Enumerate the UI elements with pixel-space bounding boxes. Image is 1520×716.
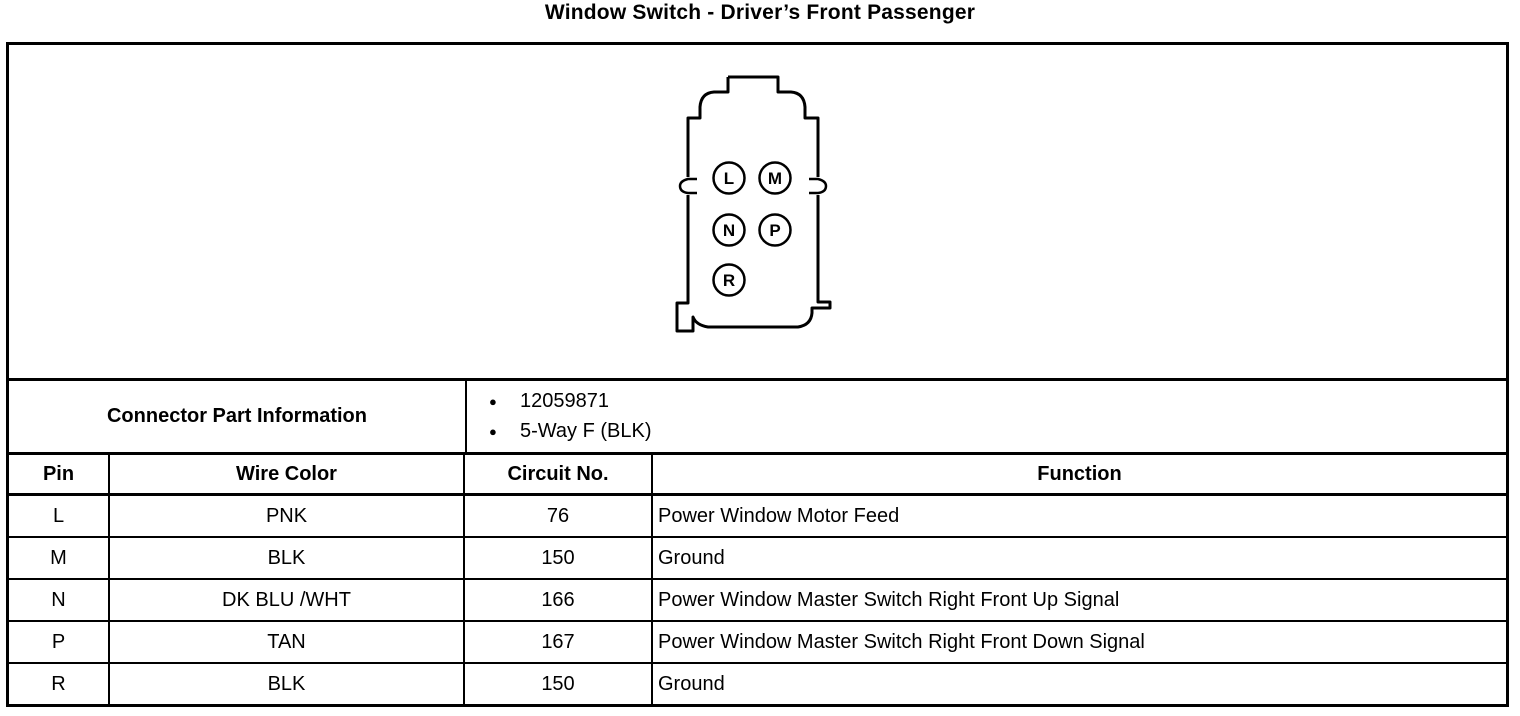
pin-table-body: L PNK 76 Power Window Motor Feed M BLK 1… bbox=[9, 493, 1506, 704]
wire-color-cell: BLK bbox=[108, 538, 463, 578]
pin-n: N bbox=[712, 213, 746, 247]
connector-part-info-label: Connector Part Information bbox=[106, 405, 367, 427]
pin-label: R bbox=[723, 271, 735, 290]
connector-outline bbox=[675, 75, 832, 333]
header-pin: Pin bbox=[42, 462, 75, 485]
function-cell: Power Window Motor Feed bbox=[651, 496, 1506, 536]
header-circuit-no: Circuit No. bbox=[463, 455, 651, 493]
pin-m: M bbox=[758, 161, 792, 195]
pin-cell: R bbox=[51, 672, 66, 695]
function-cell: Ground bbox=[651, 538, 1506, 578]
pin-label: P bbox=[769, 221, 780, 240]
table-row: R BLK 150 Ground bbox=[9, 662, 1506, 704]
pin-cell: P bbox=[51, 630, 66, 653]
pin-circle bbox=[758, 161, 792, 195]
table-row: N DK BLU /WHT 166 Power Window Master Sw… bbox=[9, 578, 1506, 620]
pin-l: L bbox=[712, 161, 746, 195]
connector-pins: L M N P R bbox=[712, 161, 792, 297]
part-number-text: 5-Way F (BLK) bbox=[520, 420, 652, 442]
pin-cell: N bbox=[51, 588, 66, 611]
pin-circle bbox=[758, 213, 792, 247]
table-row: M BLK 150 Ground bbox=[9, 536, 1506, 578]
circuit-no-cell: 150 bbox=[463, 664, 651, 704]
bullet-icon: ● bbox=[489, 424, 497, 439]
part-number-text: 12059871 bbox=[520, 390, 609, 412]
content-frame: L M N P R bbox=[6, 42, 1509, 707]
wire-color-cell: TAN bbox=[108, 622, 463, 662]
pin-cell: M bbox=[50, 546, 67, 569]
header-function: Function bbox=[651, 455, 1506, 493]
page-title: Window Switch - Driver’s Front Passenger bbox=[544, 1, 976, 24]
diagram-area: L M N P R bbox=[9, 45, 1506, 378]
pin-circle bbox=[712, 161, 746, 195]
connector-diagram: L M N P R bbox=[675, 75, 832, 333]
pin-label: N bbox=[723, 221, 735, 240]
part-number-item: ● 5-Way F (BLK) bbox=[489, 420, 1506, 443]
function-cell: Ground bbox=[651, 664, 1506, 704]
circuit-no-cell: 76 bbox=[463, 496, 651, 536]
pin-p: P bbox=[758, 213, 792, 247]
function-cell: Power Window Master Switch Right Front D… bbox=[651, 622, 1506, 662]
bullet-icon: ● bbox=[489, 394, 497, 409]
connector-latch-right-icon bbox=[809, 177, 828, 195]
pin-label: M bbox=[768, 169, 782, 188]
function-cell: Power Window Master Switch Right Front U… bbox=[651, 580, 1506, 620]
pin-circle bbox=[712, 263, 746, 297]
wire-color-cell: PNK bbox=[108, 496, 463, 536]
circuit-no-cell: 166 bbox=[463, 580, 651, 620]
circuit-no-cell: 150 bbox=[463, 538, 651, 578]
table-row: L PNK 76 Power Window Motor Feed bbox=[9, 493, 1506, 536]
table-row: P TAN 167 Power Window Master Switch Rig… bbox=[9, 620, 1506, 662]
header-wire-color: Wire Color bbox=[108, 455, 463, 493]
wire-color-cell: DK BLU /WHT bbox=[108, 580, 463, 620]
pin-table-header: Pin Wire Color Circuit No. Function bbox=[9, 452, 1506, 493]
part-number-item: ● 12059871 bbox=[489, 390, 1506, 413]
circuit-no-cell: 167 bbox=[463, 622, 651, 662]
pin-cell: L bbox=[52, 504, 65, 527]
connector-part-info-section: Connector Part Information ● 12059871 ● … bbox=[9, 378, 1506, 452]
pin-label: L bbox=[724, 169, 734, 188]
connector-latch-left-icon bbox=[678, 177, 697, 195]
connector-part-numbers: ● 12059871 ● 5-Way F (BLK) bbox=[465, 381, 1506, 452]
pin-circle bbox=[712, 213, 746, 247]
pin-r: R bbox=[712, 263, 746, 297]
wire-color-cell: BLK bbox=[108, 664, 463, 704]
